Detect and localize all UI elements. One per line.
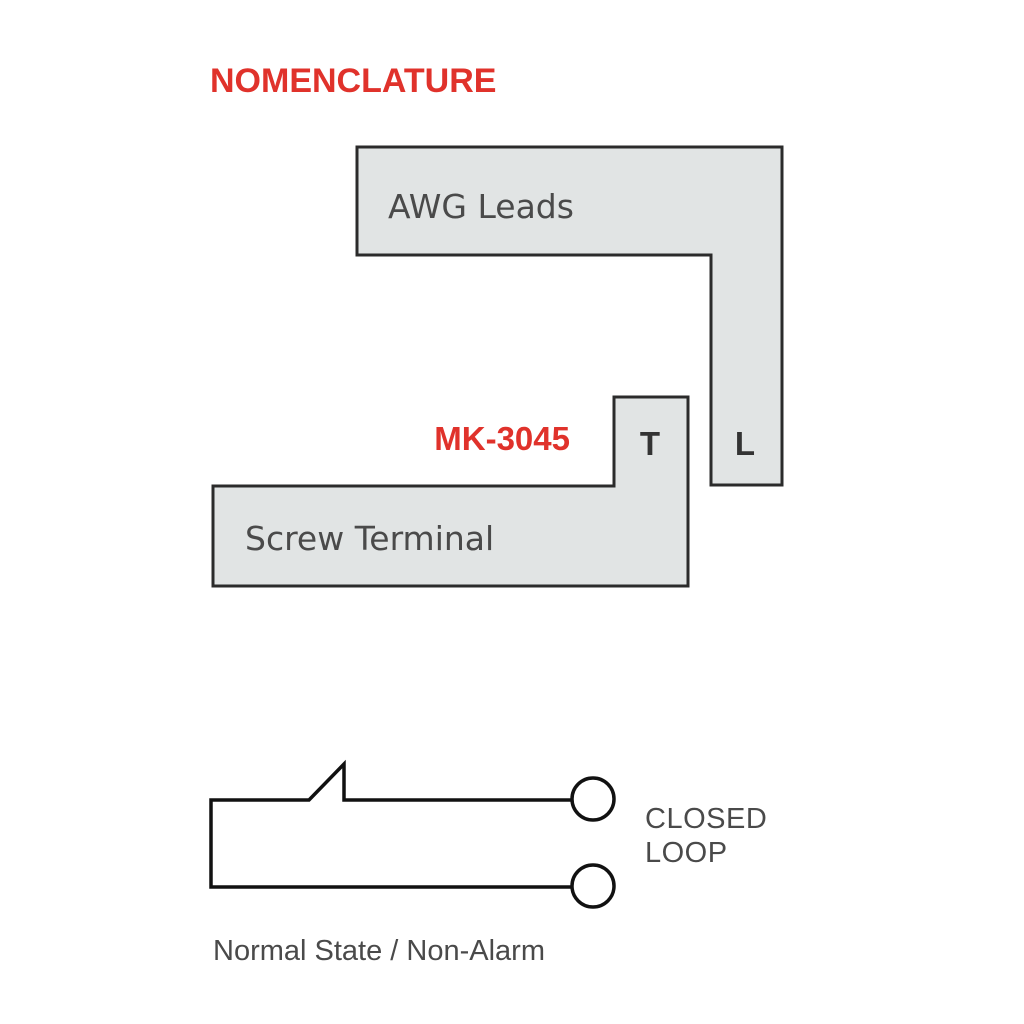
awg-leads-shape	[355, 145, 784, 487]
screw-terminal-label: Screw Terminal	[245, 519, 494, 558]
model-code: MK-3045	[434, 420, 570, 457]
terminal-bottom-circle	[570, 863, 616, 909]
state-label-line2: LOOP	[645, 837, 728, 869]
screw-terminal-shape	[211, 395, 690, 588]
terminal-top-circle	[570, 776, 616, 822]
heading-title: NOMENCLATURE	[210, 62, 496, 100]
switch-wire	[209, 759, 572, 889]
leads-letter: L	[735, 425, 755, 462]
state-label-line1: CLOSED	[645, 803, 767, 835]
awg-leads-label: AWG Leads	[388, 187, 574, 226]
terminal-letter: T	[640, 425, 660, 462]
schematic-caption: Normal State / Non-Alarm	[213, 935, 545, 967]
